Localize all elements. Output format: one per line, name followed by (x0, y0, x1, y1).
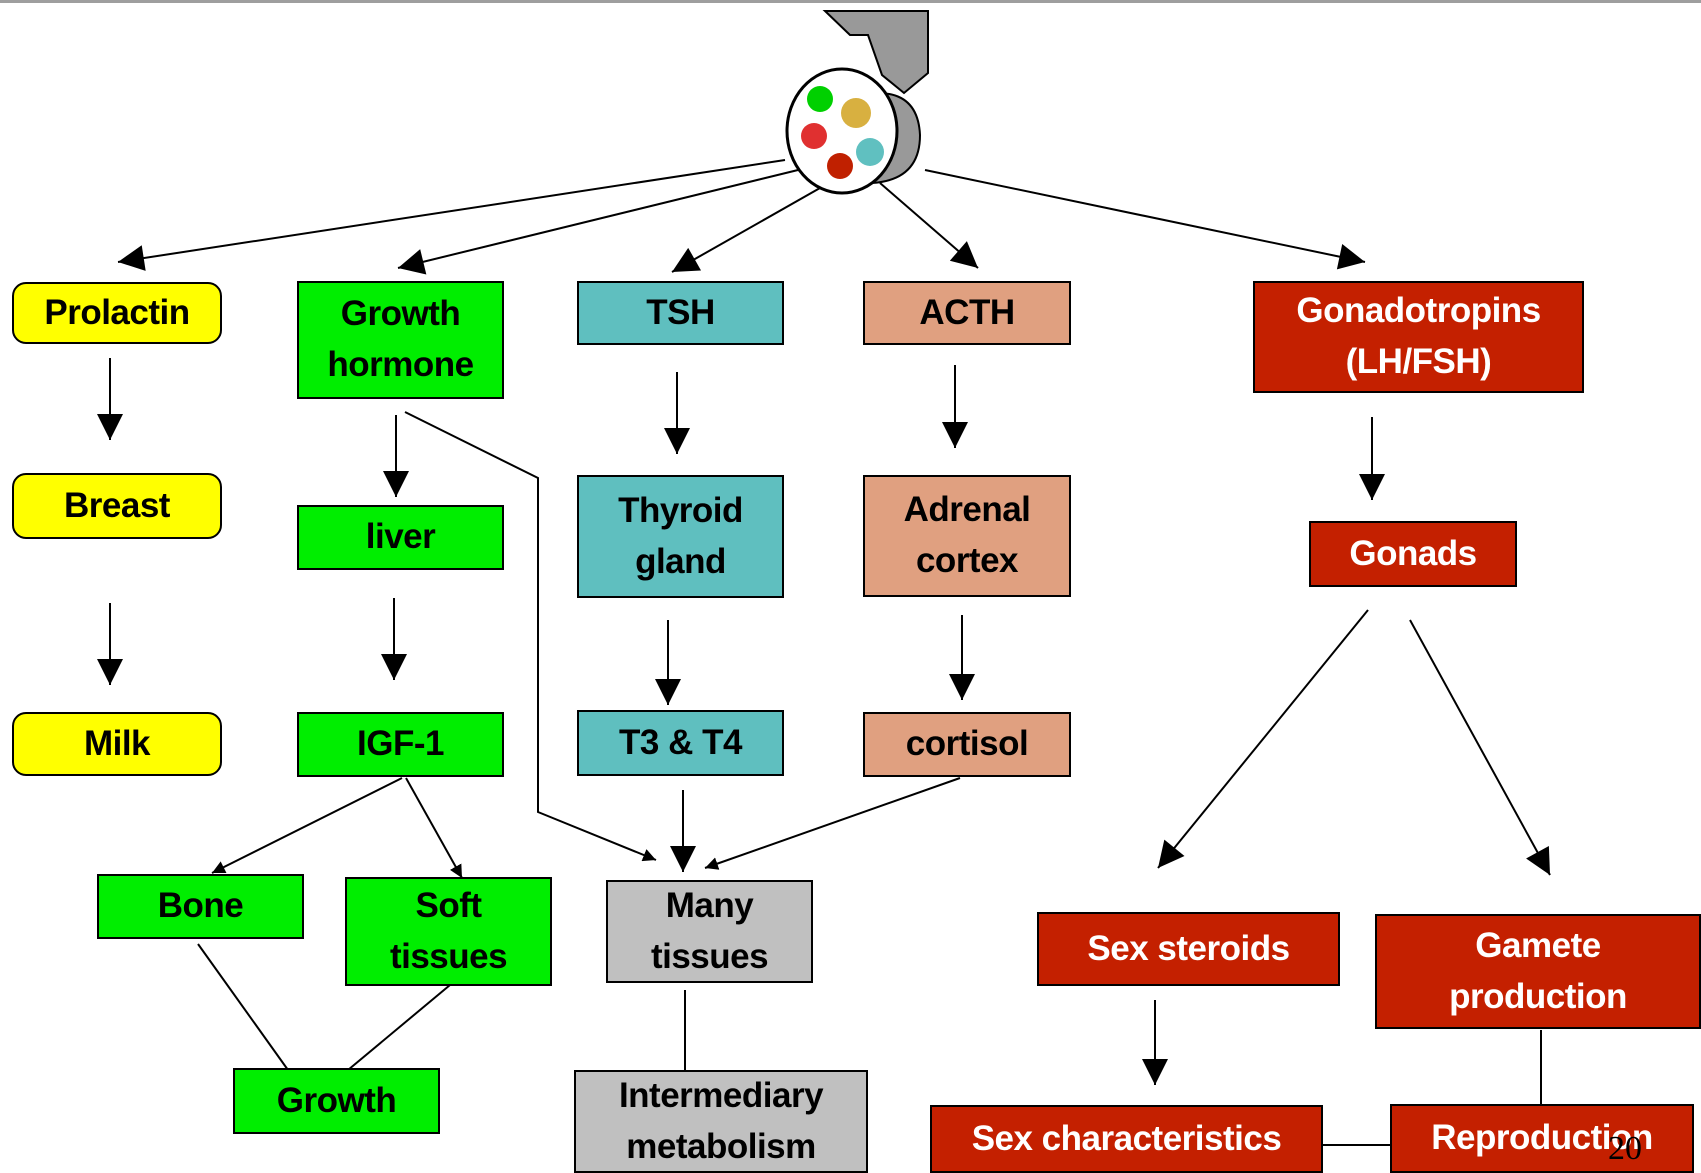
gamete-production-box: Gamete production (1375, 914, 1701, 1029)
t3-t4-box: T3 & T4 (577, 710, 784, 776)
reproduction-box: Reproduction (1390, 1104, 1694, 1173)
soft-tissues-box: Soft tissues (345, 877, 552, 986)
page-number: 20 (1608, 1130, 1642, 1167)
arrow-cortisol-many (704, 777, 961, 870)
arrow-to-growth-hormone (397, 169, 799, 275)
growth-hormone-box: Growth hormone (297, 281, 504, 399)
sex-characteristics-box: Sex characteristics (930, 1105, 1323, 1173)
tsh-box: TSH (577, 281, 784, 345)
arrow-to-prolactin (117, 159, 786, 271)
thyroid-gland-box: Thyroid gland (577, 475, 784, 598)
prolactin-box: Prolactin (12, 282, 222, 344)
arrow-to-acth (879, 182, 979, 269)
gonadotropins-box: Gonadotropins (LH/FSH) (1253, 281, 1584, 393)
arrow-gonads-steroids (1157, 609, 1369, 869)
arrow-to-gonadotropins (924, 169, 1366, 270)
arrow-to-tsh (671, 187, 821, 273)
intermediary-metabolism-box: Intermediary metabolism (574, 1070, 868, 1173)
adrenal-cortex-box: Adrenal cortex (863, 475, 1071, 597)
growth-box: Growth (233, 1068, 440, 1134)
pituitary-gland-icon (785, 10, 929, 195)
line-soft-growth (347, 984, 451, 1071)
milk-box: Milk (12, 712, 222, 776)
gonads-box: Gonads (1309, 521, 1517, 587)
arrow-igf-bone (211, 777, 403, 874)
cortisol-box: cortisol (863, 712, 1071, 777)
breast-box: Breast (12, 473, 222, 539)
line-bone-growth (197, 943, 289, 1071)
many-tissues-box: Many tissues (606, 880, 813, 983)
arrow-gonads-gamete (1409, 619, 1551, 876)
bone-box: Bone (97, 874, 304, 939)
acth-box: ACTH (863, 281, 1071, 345)
top-rule (0, 0, 1701, 3)
arrow-igf-soft (405, 777, 463, 879)
liver-box: liver (297, 505, 504, 570)
arrow-gh-many-tissues (404, 411, 657, 862)
igf-1-box: IGF-1 (297, 712, 504, 777)
sex-steroids-box: Sex steroids (1037, 912, 1340, 986)
